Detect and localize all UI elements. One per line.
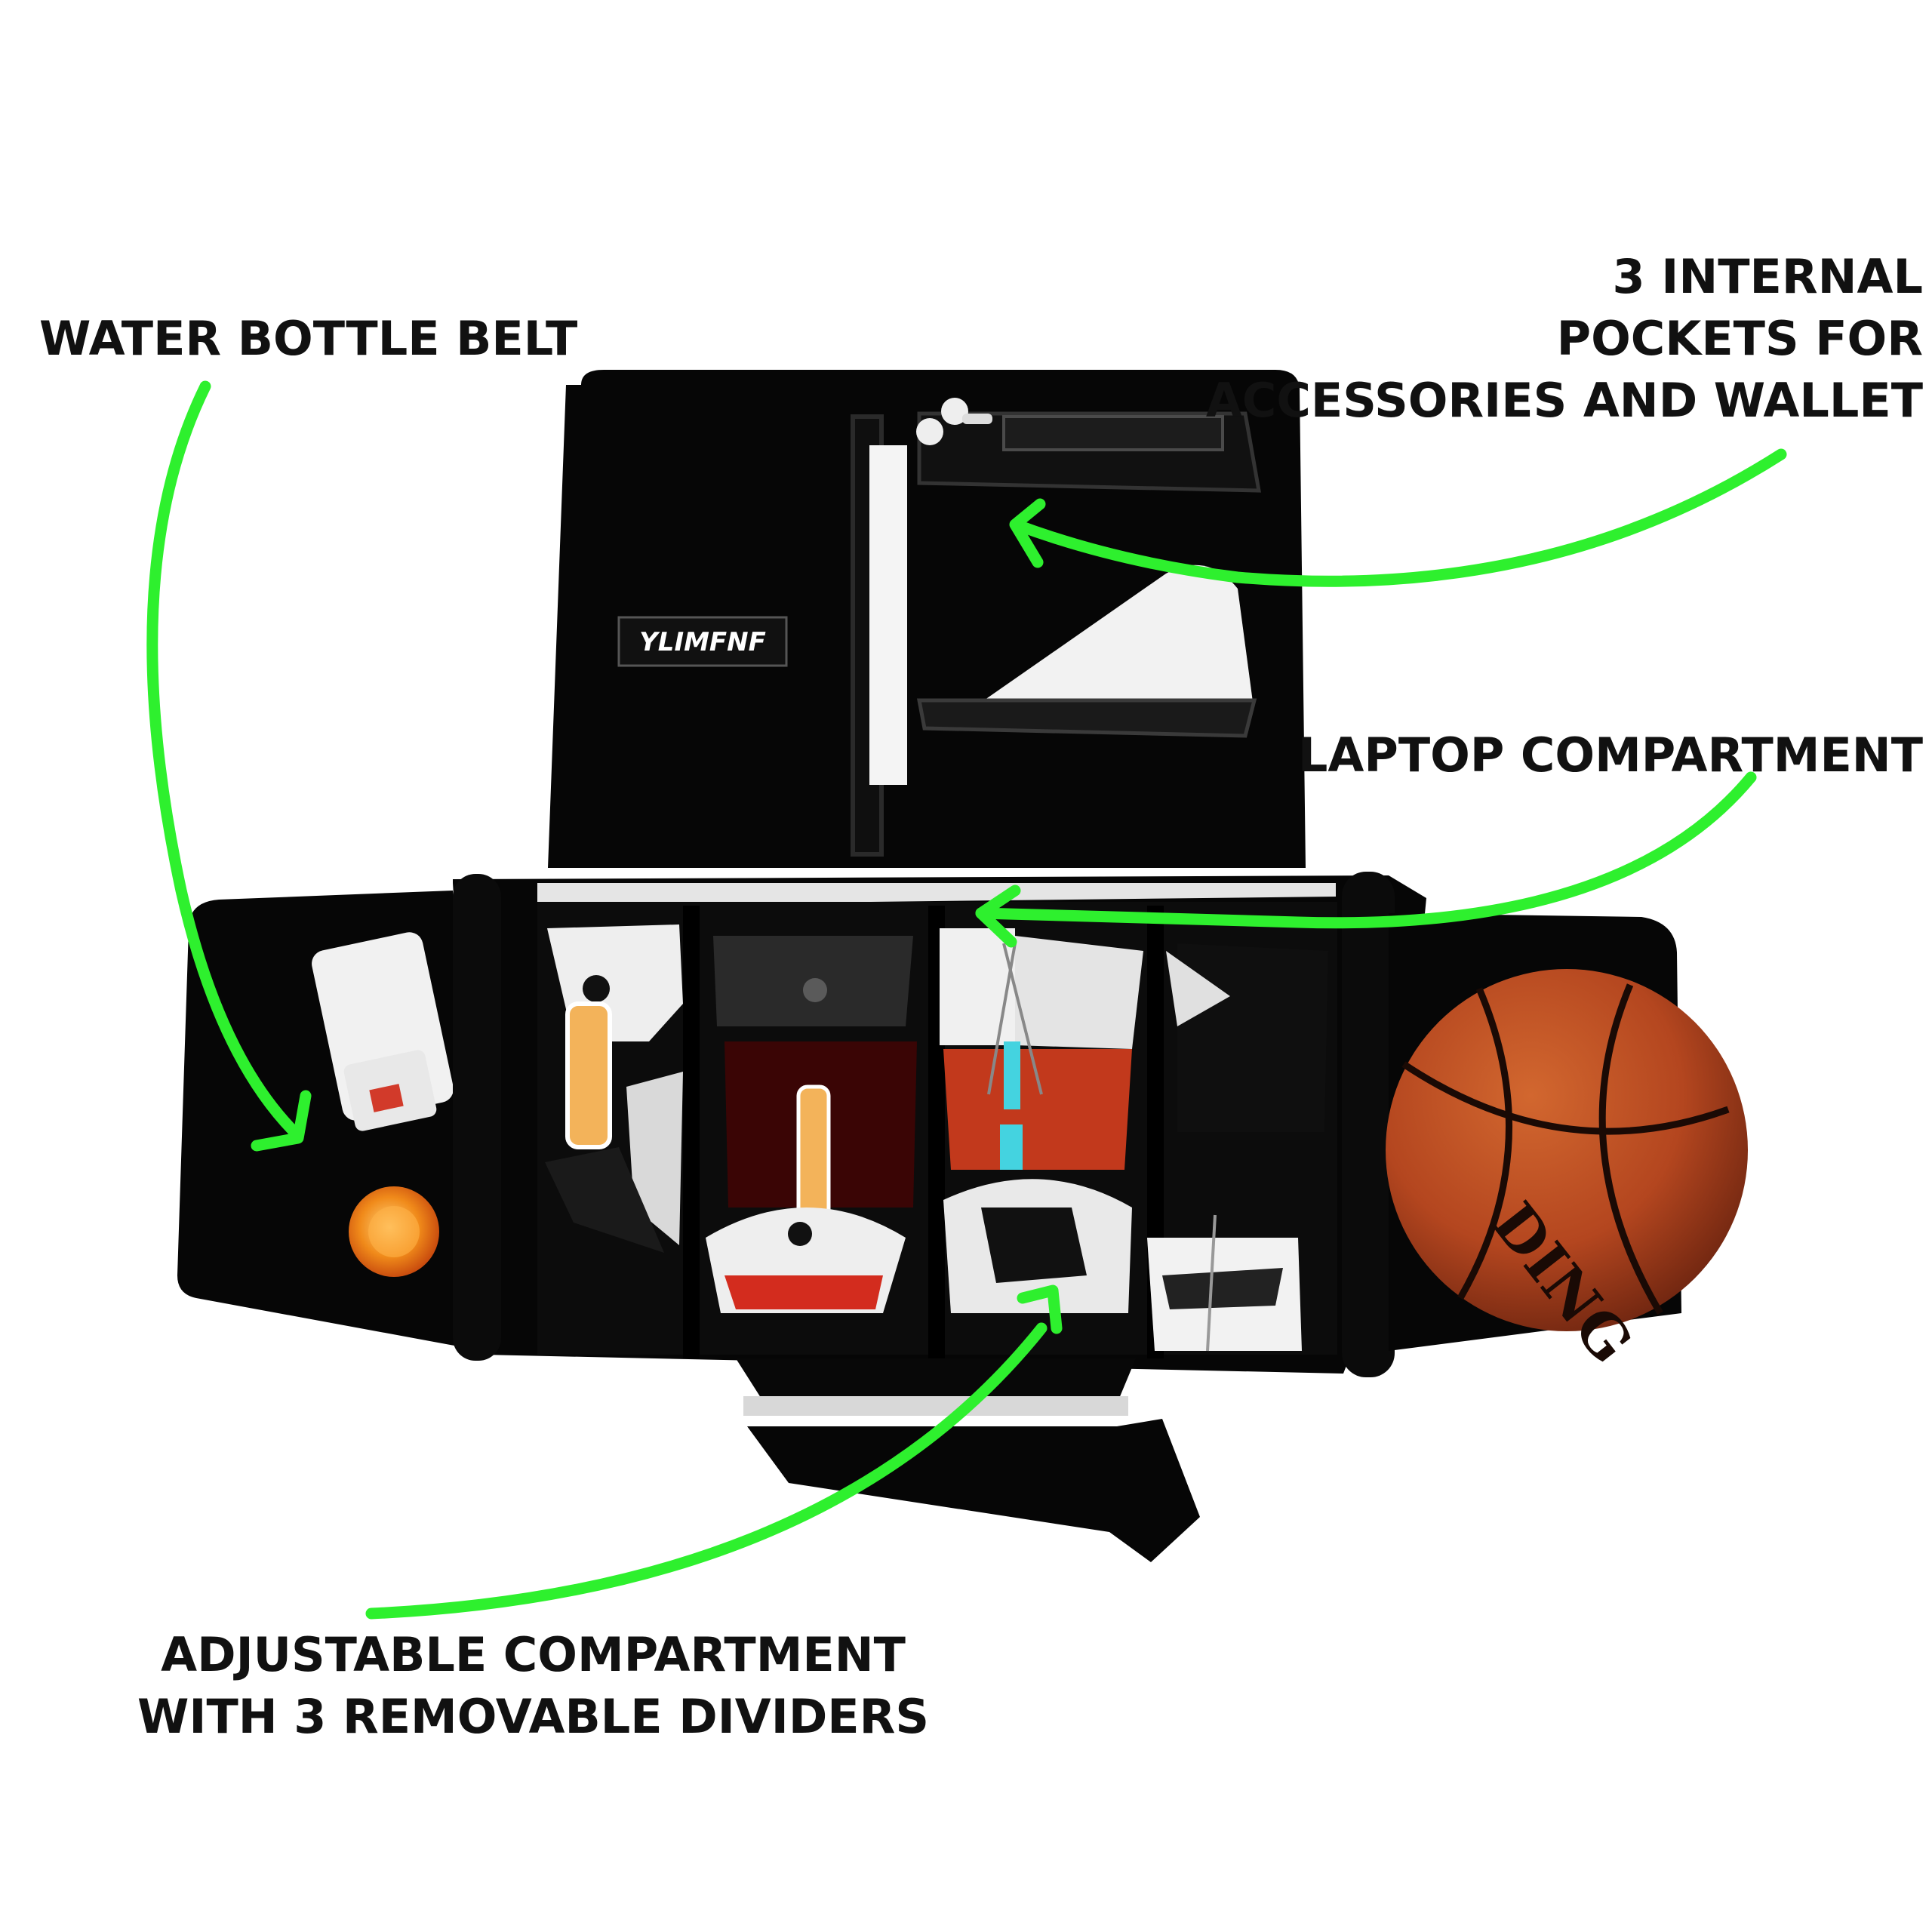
label-line: WATER BOTTLE BELT bbox=[39, 311, 578, 366]
shoe-item bbox=[545, 924, 683, 1253]
earbuds-icon bbox=[916, 398, 992, 445]
arrow-pockets bbox=[1009, 448, 1787, 587]
water-bottle-panel bbox=[177, 891, 483, 1351]
adjustable-compartment-label: ADJUSTABLE COMPARTMENT WITH 3 REMOVABLE … bbox=[137, 1624, 929, 1748]
shoe-item bbox=[940, 928, 1143, 1313]
bag-main-body bbox=[453, 872, 1426, 1562]
label-line: ACCESSORIES AND WALLET bbox=[1205, 373, 1923, 428]
water-bottle-belt-label: WATER BOTTLE BELT bbox=[39, 308, 577, 370]
arrow-water-bottle bbox=[146, 380, 312, 1152]
label-line: ADJUSTABLE COMPARTMENT bbox=[161, 1627, 906, 1682]
brand-tag-text: YLIMFNF bbox=[639, 627, 766, 657]
brand-tag bbox=[617, 616, 788, 667]
arrow-dividers bbox=[365, 1284, 1063, 1620]
shoe-item bbox=[1147, 943, 1328, 1352]
arrow-laptop bbox=[975, 771, 1757, 948]
ball-compartment: DING bbox=[1386, 913, 1748, 1377]
internal-pockets-label: 3 INTERNAL POCKETS FOR ACCESSORIES AND W… bbox=[1206, 246, 1923, 432]
laptop-compartment-label: LAPTOP COMPARTMENT bbox=[1298, 724, 1923, 786]
basketball-icon: DING bbox=[1386, 969, 1748, 1377]
bag-lid: YLIMFNF bbox=[548, 370, 1306, 868]
divider bbox=[683, 906, 700, 1358]
label-line: WITH 3 REMOVABLE DIVIDERS bbox=[137, 1689, 930, 1744]
label-line: POCKETS FOR bbox=[1556, 311, 1923, 366]
label-line: LAPTOP COMPARTMENT bbox=[1297, 728, 1923, 783]
label-line: 3 INTERNAL bbox=[1612, 249, 1923, 304]
shoe-item bbox=[706, 936, 917, 1313]
